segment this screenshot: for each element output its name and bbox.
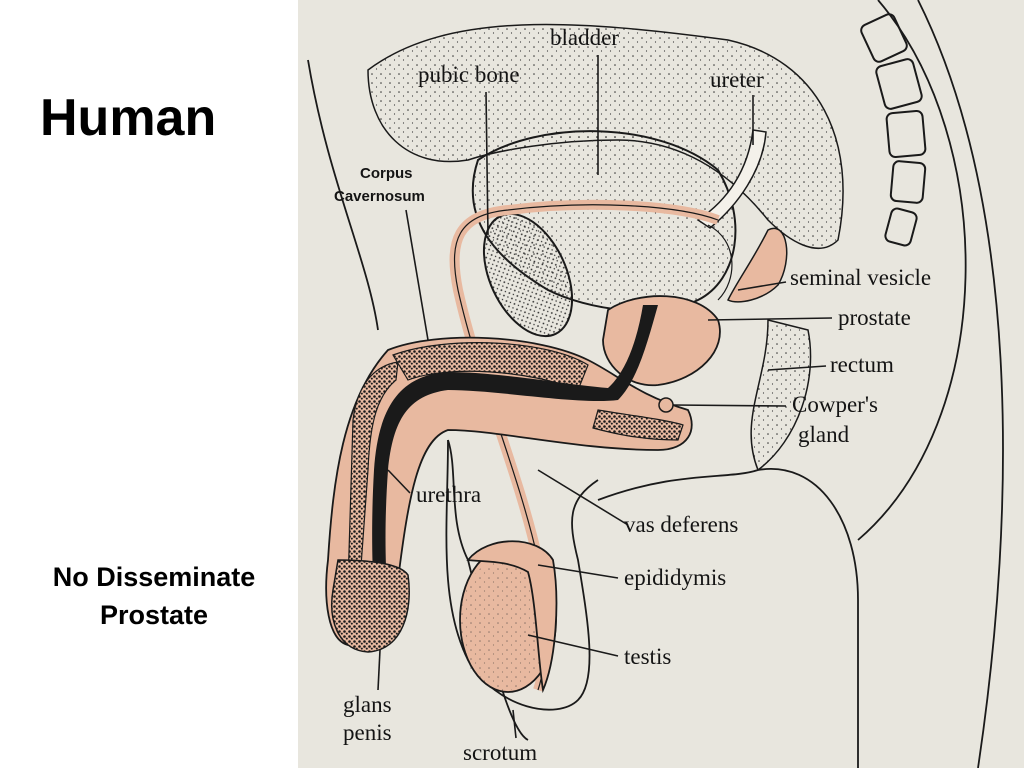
leader-urethra xyxy=(387,469,411,494)
label-corpus-line1: Corpus xyxy=(360,165,413,182)
label-seminal-vesicle: seminal vesicle xyxy=(790,265,931,290)
leader-rectum xyxy=(767,365,827,371)
pubic-bone-shape xyxy=(482,212,574,338)
leader-glans xyxy=(377,649,381,691)
seminal-vesicle-shape xyxy=(726,227,788,303)
slide-caption: No Disseminate Prostate xyxy=(18,558,290,634)
caption-line-2: Prostate xyxy=(99,600,209,630)
label-epididymis: epididymis xyxy=(624,565,726,590)
label-urethra: urethra xyxy=(416,482,481,507)
glans-shape xyxy=(331,559,410,653)
label-rectum: rectum xyxy=(830,352,894,377)
label-ureter: ureter xyxy=(710,67,764,92)
leader-vas-deferens xyxy=(537,469,629,526)
label-vas-deferens: vas deferens xyxy=(624,512,738,537)
label-glans-line2: penis xyxy=(343,720,392,745)
label-testis: testis xyxy=(624,644,671,669)
leader-epididymis xyxy=(537,564,619,579)
slide-title: Human xyxy=(40,89,217,147)
label-scrotum: scrotum xyxy=(463,740,537,765)
epididymis-shape xyxy=(466,540,558,694)
ureter-shape xyxy=(696,129,767,229)
leader-prostate xyxy=(707,317,833,321)
leader-corpus xyxy=(405,209,429,341)
caption-line-1: No Disseminate xyxy=(52,562,256,592)
urethra-shape xyxy=(372,305,658,640)
label-bladder: bladder xyxy=(550,25,619,50)
leader-pubic-bone xyxy=(485,91,489,236)
body-outline-back xyxy=(857,0,967,541)
anatomy-svg: bladder pubic bone ureter Corpus Caverno… xyxy=(307,0,1004,768)
label-glans-line1: glans xyxy=(343,692,392,717)
body-outline-front xyxy=(307,59,379,331)
anatomy-diagram: bladder pubic bone ureter Corpus Caverno… xyxy=(298,0,1024,768)
leader-seminal-vesicle xyxy=(737,281,787,291)
scrotum-shape xyxy=(445,439,599,711)
cowpers-gland-shape xyxy=(658,397,674,413)
leader-cowpers xyxy=(672,404,787,407)
prostate-shape xyxy=(602,295,721,387)
back-curve xyxy=(917,0,1004,768)
leader-scrotum xyxy=(512,709,517,739)
leader-testis xyxy=(527,634,619,657)
label-pubic-bone: pubic bone xyxy=(418,62,520,87)
label-cowpers-line2: gland xyxy=(798,422,850,447)
label-corpus-line2: Cavernosum xyxy=(334,188,425,205)
lower-body-outline xyxy=(597,468,859,768)
label-prostate: prostate xyxy=(838,305,911,330)
label-cowpers-line1: Cowper's xyxy=(792,392,878,417)
perineum-outline xyxy=(447,439,529,741)
vertebrae xyxy=(860,13,927,247)
